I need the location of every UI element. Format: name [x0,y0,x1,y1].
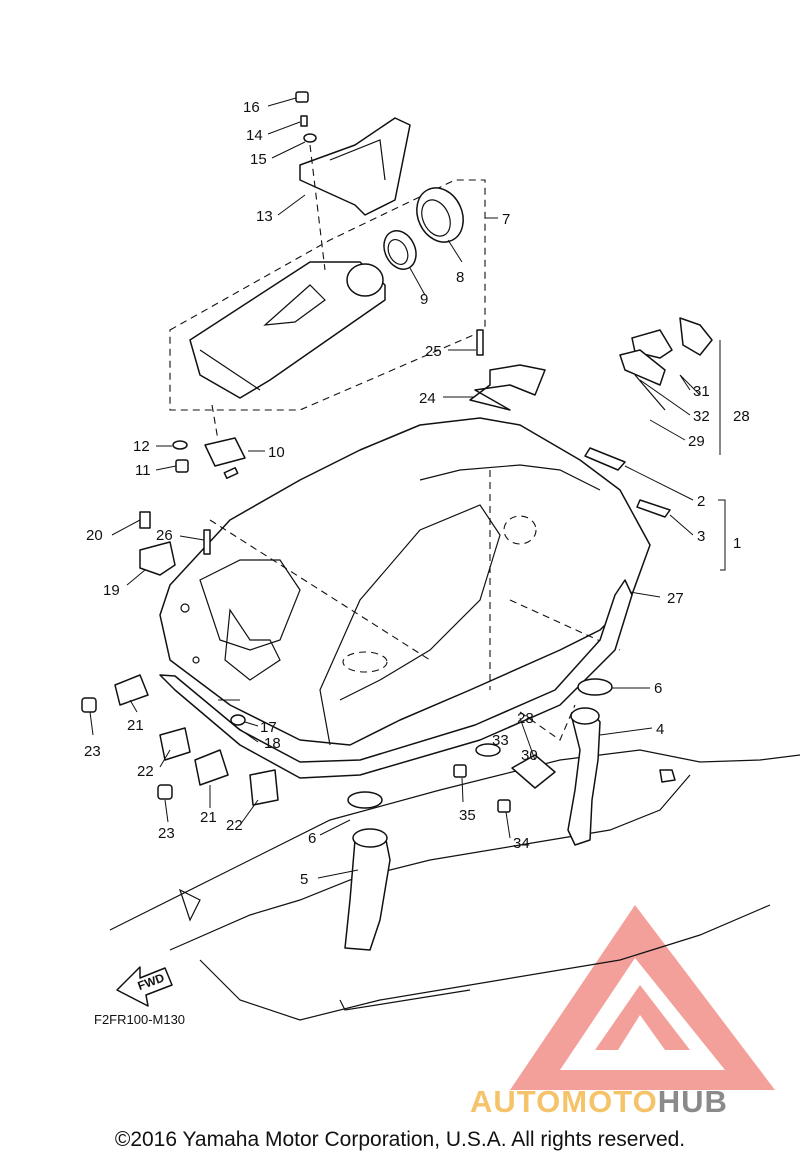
callout-15: 15 [250,151,267,168]
callout-30: 30 [521,747,538,764]
callout-19: 19 [103,582,120,599]
hull-outline [109,749,800,1021]
callout-13: 13 [256,208,273,225]
bracket-21-lower [194,749,229,786]
watermark-text: AUTOMOTOHUB [470,1084,728,1119]
callout-17: 17 [260,719,277,736]
callout-22-lower: 22 [226,817,243,834]
washer-15 [303,133,317,143]
callout-21-lower: 21 [200,809,217,826]
callout-23-lower: 23 [158,825,175,842]
callout-29: 29 [688,433,705,450]
hinge-10 [204,437,246,467]
hood-cover-group [169,179,486,411]
callout-16: 16 [243,99,260,116]
callout-4: 4 [656,721,664,738]
top-deck [159,417,651,746]
callout-18: 18 [264,735,281,752]
bolt-23-lower [157,784,173,800]
screw-20 [139,511,151,529]
bolt-35 [453,764,467,778]
callout-26: 26 [156,527,173,544]
bracket-13 [299,117,411,216]
nut-17 [230,714,246,726]
rubber-ring-9 [383,230,417,270]
hose-4 [567,709,601,846]
screw-hinge [223,466,239,480]
handle-24 [469,364,546,411]
callout-22-upper: 22 [137,763,154,780]
watermark-part1: AUTOMOTO [470,1084,658,1119]
nut-34 [497,799,511,813]
cap-nut-16 [295,91,309,103]
watermark-part2: HUB [658,1084,728,1119]
diagram-code: F2FR100-M130 [94,1012,185,1027]
callout-25: 25 [425,343,442,360]
rivet-25 [476,329,484,356]
callout-14: 14 [246,127,263,144]
callout-3: 3 [697,528,705,545]
callout-21-upper: 21 [127,717,144,734]
callout-33: 33 [492,732,509,749]
bracket-19 [139,541,176,576]
callout-6-upper: 6 [654,680,662,697]
clamp-6-upper [577,678,613,696]
callout-31: 31 [693,383,710,400]
emblem-3 [636,499,671,518]
callout-35: 35 [459,807,476,824]
bolt-23-upper [81,697,97,713]
plate-22-lower [249,769,279,806]
deck-gasket [159,579,633,779]
clamp-6-lower [347,791,383,809]
bolt-11 [175,459,189,473]
plate-30 [511,754,556,789]
grommet-12 [172,440,188,450]
callout-5: 5 [300,871,308,888]
leader-lines [89,97,726,879]
callout-labels: 16 14 15 13 7 8 9 25 24 31 32 28 29 12 1… [84,99,750,888]
callout-6-lower: 6 [308,830,316,847]
stopper-group [619,317,713,411]
callout-34: 34 [513,835,530,852]
gasket-33 [475,743,501,757]
callout-24: 24 [419,390,436,407]
rubber-ring-8 [416,187,464,243]
callout-32: 32 [693,408,710,425]
callout-2: 2 [697,493,705,510]
hose-5 [344,834,391,951]
hose-5-end [352,828,388,848]
copyright-notice: ©2016 Yamaha Motor Corporation, U.S.A. A… [114,1128,686,1151]
callout-7: 7 [502,211,510,228]
callout-10: 10 [268,444,285,461]
callout-8: 8 [456,269,464,286]
hose-4-end [570,707,600,725]
emblem-2 [584,447,626,471]
callout-20: 20 [86,527,103,544]
fwd-arrow-icon: FWD [116,966,173,1007]
callout-27: 27 [667,590,684,607]
callout-1: 1 [733,535,741,552]
callout-11: 11 [135,462,151,479]
plate-22-upper [159,727,191,761]
bolt-26 [203,529,211,555]
bracket-21-upper [114,674,149,706]
callout-23-upper: 23 [84,743,101,760]
bolt-14 [300,115,308,127]
callout-9: 9 [420,291,428,308]
callout-12: 12 [133,438,150,455]
callout-28-lower: 28 [517,710,534,727]
callout-28-upper: 28 [733,408,750,425]
watermark-logo-icon [510,905,775,1090]
